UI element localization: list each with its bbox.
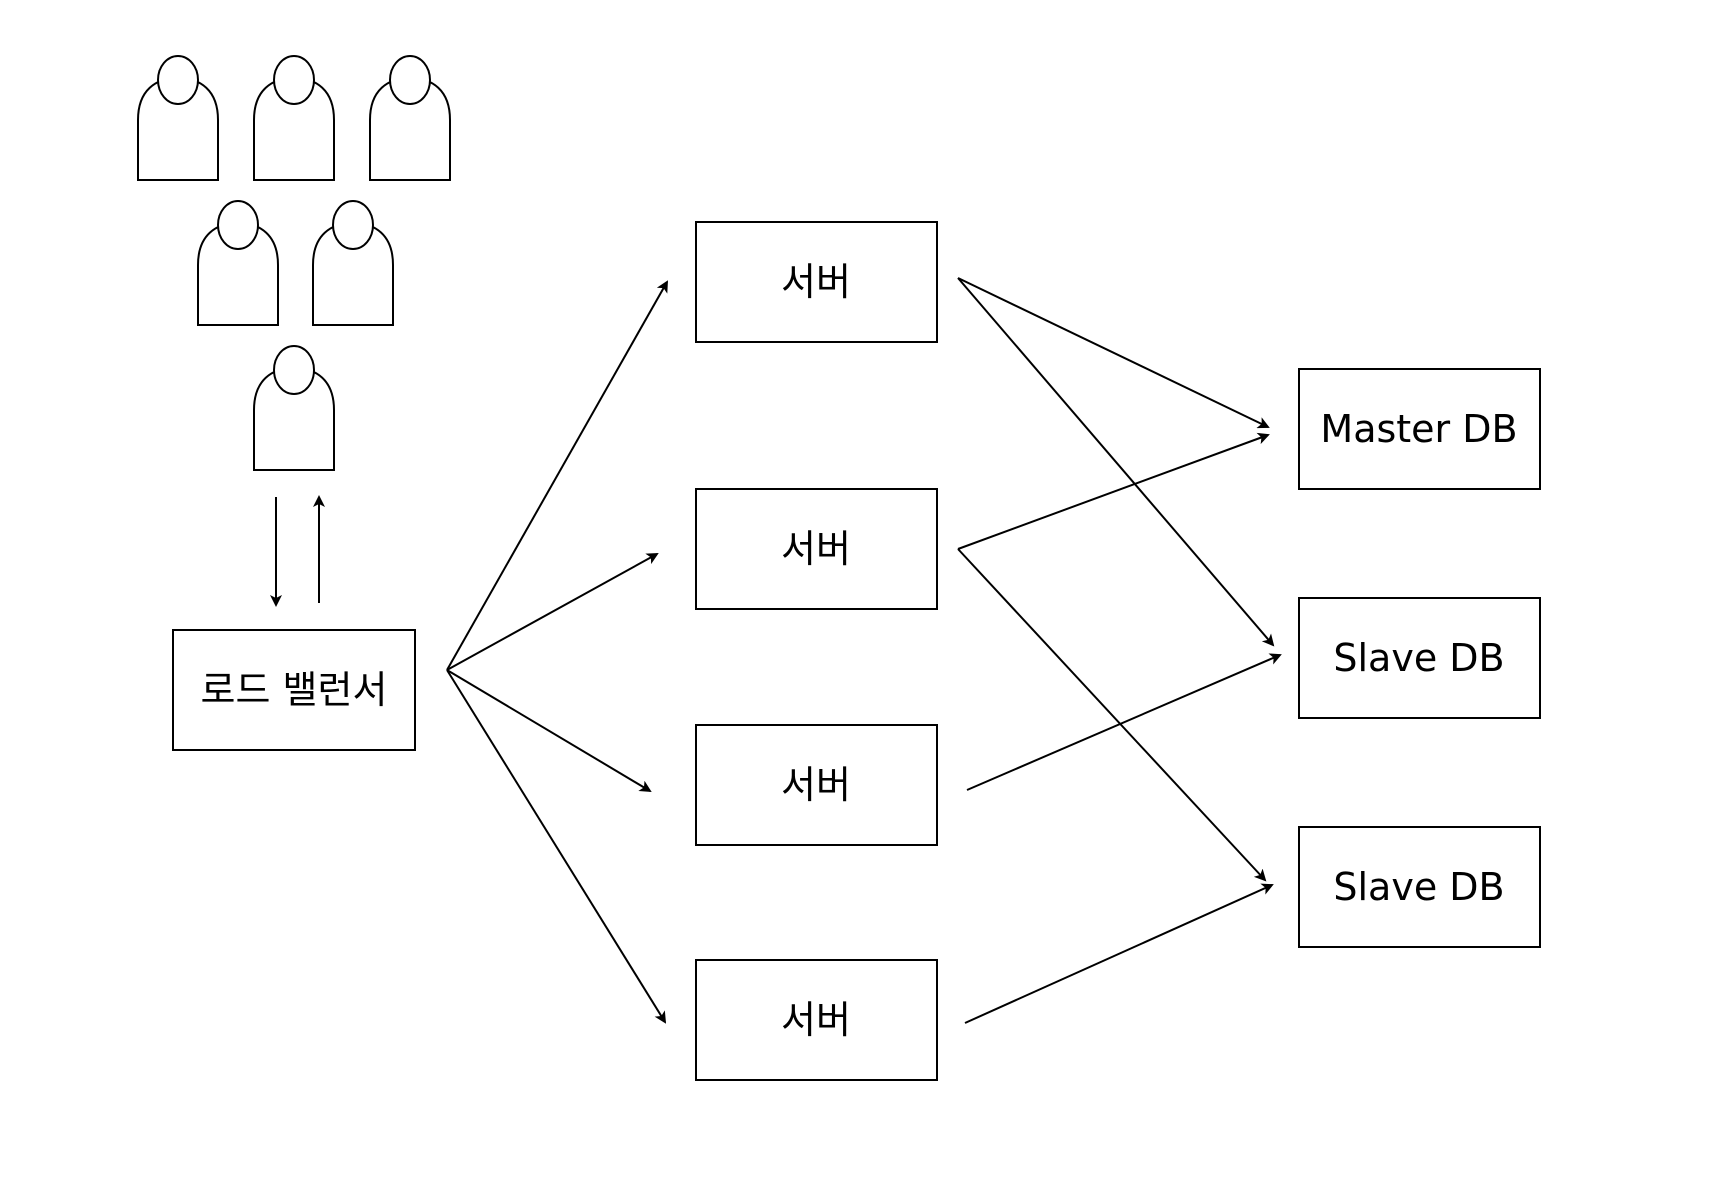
user-icon xyxy=(369,55,451,181)
slave-db-label: Slave DB xyxy=(1333,636,1504,680)
user-icon xyxy=(253,345,335,471)
server-node: 서버 xyxy=(695,959,938,1081)
edge-server-1-to-slave-1 xyxy=(957,277,1275,647)
user-icon xyxy=(197,200,279,326)
edge-server-2-to-slave-2 xyxy=(957,548,1267,882)
edge-server-2-to-master xyxy=(957,432,1270,550)
slave-db-label: Slave DB xyxy=(1333,865,1504,909)
edge-lb-to-server-2 xyxy=(446,553,659,671)
edge-lb-to-server-4 xyxy=(446,669,667,1024)
user-icon xyxy=(137,55,219,181)
edges xyxy=(270,277,1282,1024)
slave-db-node: Slave DB xyxy=(1298,597,1541,719)
slave-db-node: Slave DB xyxy=(1298,826,1541,948)
edge-lb-to-server-3 xyxy=(446,669,652,793)
server-label: 서버 xyxy=(781,998,851,1042)
server-node: 서버 xyxy=(695,221,938,343)
load-balancer-label: 로드 밸런서 xyxy=(201,668,388,712)
server-node: 서버 xyxy=(695,488,938,610)
user-icon xyxy=(253,55,335,181)
edge-server-4-to-slave-2 xyxy=(964,883,1274,1024)
server-label: 서버 xyxy=(781,260,851,304)
server-node: 서버 xyxy=(695,724,938,846)
server-label: 서버 xyxy=(781,763,851,807)
edge-lb-to-server-1 xyxy=(446,280,668,671)
users-group xyxy=(137,55,451,471)
user-icon xyxy=(312,200,394,326)
load-balancer-node: 로드 밸런서 xyxy=(172,629,416,751)
edge-server-3-to-slave-1 xyxy=(966,653,1282,791)
edge-server-1-to-master xyxy=(957,277,1270,429)
master-db-node: Master DB xyxy=(1298,368,1541,490)
server-label: 서버 xyxy=(781,527,851,571)
master-db-label: Master DB xyxy=(1320,407,1517,451)
